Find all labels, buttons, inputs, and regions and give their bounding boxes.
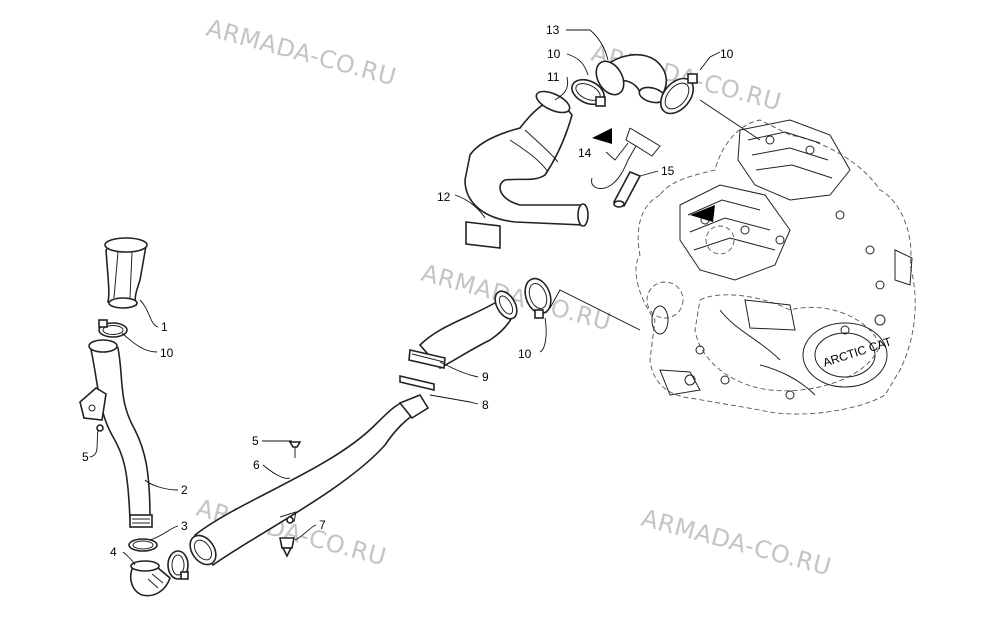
part-10-clamp-center [524,277,552,319]
engine-crankcase-outline [694,294,881,392]
part-1-intake-boot [104,237,148,309]
callout-10-upper-left: 10 [547,47,561,61]
callout-9: 9 [482,370,489,384]
engine-cylinder-block [744,299,796,331]
engine-outline [635,119,916,415]
engine-side-cover [802,322,888,388]
part-14-arrow-icon [592,128,612,144]
leader-lines [89,29,761,566]
part-2-lower-duct [79,339,153,528]
part-10-clamp-left [98,319,128,338]
callout-8: 8 [482,398,489,412]
callout-2: 2 [181,483,188,497]
engine-mount-left [659,369,701,396]
callout-12: 12 [437,190,451,204]
callout-6: 6 [253,458,260,472]
callout-14: 14 [578,146,592,160]
engine-port-mid [705,225,735,255]
part-13-elbow [595,54,668,104]
watermark-bottom-right: ARMADA-CO.RU [638,504,834,582]
part-9-intake-duct [408,290,518,370]
callout-labels: 1 10 5 2 3 4 5 6 7 8 9 10 10 10 11 12 13… [82,23,734,559]
callout-3: 3 [181,519,188,533]
engine-crankcase-lines [719,309,816,396]
callout-5-upper: 5 [252,434,259,448]
watermark-center: ARMADA-CO.RU [418,259,614,337]
watermark-top-left: ARMADA-CO.RU [203,14,399,92]
engine-port-left [646,281,684,319]
callout-11: 11 [547,70,560,84]
part-3-clamp-left [128,538,189,580]
part-14-wire-clip [591,127,661,189]
callout-5-left: 5 [82,450,89,464]
part-7-fastener [279,537,295,558]
callout-7: 7 [319,518,326,532]
part-4-elbow [129,560,171,597]
engine-intake-port [651,305,669,335]
engine-assembly: ARCTIC CAT [635,119,916,415]
part-6-long-tube [189,394,430,567]
front-cylinder-head [679,184,791,281]
rear-cylinder-head [737,119,851,201]
callout-1: 1 [161,320,168,334]
part-11-upper-duct [464,90,589,227]
engine-bolts [684,135,886,400]
part-5-screw-upper [288,441,302,458]
rear-head-fins [747,131,833,179]
engine-starter [894,249,913,286]
engine-arrow-icon [690,205,715,222]
part-8-band [399,374,435,392]
callout-13: 13 [546,23,560,37]
part-10-clamp-upper-left [571,78,606,107]
callout-4: 4 [110,545,117,559]
engine-side-cover-inner [814,332,876,378]
part-10-clamp-upper-right [659,73,698,115]
callout-10-center: 10 [518,347,532,361]
engine-badge: ARCTIC CAT [821,334,894,369]
callout-10-left: 10 [160,346,174,360]
front-head-fins [687,199,776,251]
callout-10-upper-right: 10 [720,47,734,61]
part-5-screw-left [96,424,104,432]
part-15-hose [612,170,642,208]
callout-15: 15 [661,164,675,178]
part-12-label-tag [465,221,501,249]
